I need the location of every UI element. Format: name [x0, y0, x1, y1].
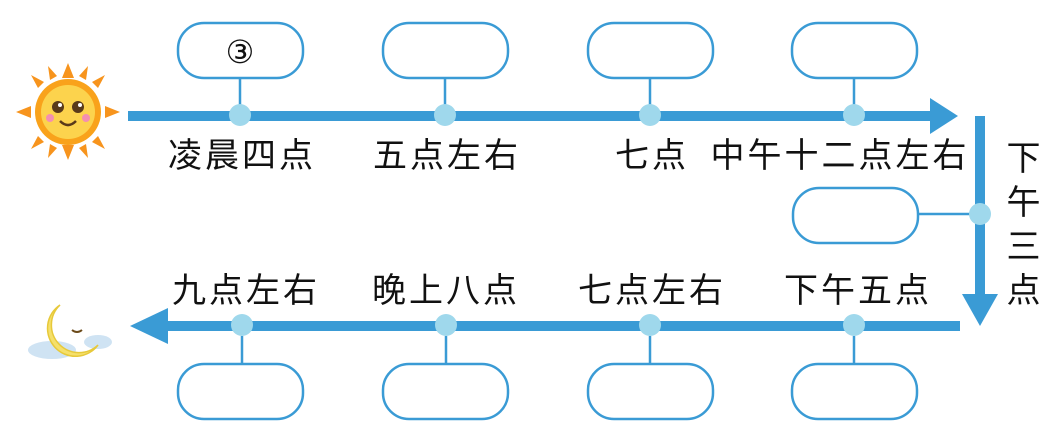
- bottom-node-2: 晚上八点: [372, 271, 520, 419]
- bottom-node-4: 下午五点: [784, 271, 932, 419]
- answer-box[interactable]: [178, 364, 303, 419]
- arrow-down-icon: [962, 294, 998, 326]
- time-dot: [969, 203, 991, 225]
- sun-icon: [16, 63, 120, 160]
- time-dot: [639, 104, 661, 126]
- time-dot: [231, 314, 253, 336]
- time-label: 七点: [615, 136, 689, 176]
- time-dot: [229, 104, 251, 126]
- answer-box[interactable]: [793, 188, 918, 243]
- answer-box[interactable]: [588, 364, 713, 419]
- top-node-3: 七点: [588, 23, 713, 176]
- time-label: 七点左右: [578, 271, 726, 311]
- time-label: 晚上八点: [372, 271, 520, 311]
- answer-box[interactable]: [792, 23, 917, 78]
- arrow-left-icon: [130, 308, 168, 344]
- top-node-2: 五点左右: [373, 23, 521, 176]
- bottom-node-3: 七点左右: [578, 271, 726, 419]
- time-dot: [435, 314, 457, 336]
- answer-box[interactable]: [383, 23, 508, 78]
- time-label: 九点左右: [172, 271, 320, 311]
- time-label: 五点左右: [373, 136, 521, 176]
- time-label-vertical: 下午三点: [1000, 140, 1040, 316]
- time-dot: [843, 104, 865, 126]
- time-dot: [434, 104, 456, 126]
- moon-icon: [28, 305, 112, 359]
- time-dot: [843, 314, 865, 336]
- time-label: 下午五点: [784, 271, 932, 311]
- arrow-right-icon: [930, 98, 958, 134]
- answer-box[interactable]: [383, 364, 508, 419]
- bottom-node-1: 九点左右: [172, 271, 320, 419]
- time-label: 中午十二点左右: [711, 136, 970, 176]
- answer-box[interactable]: [792, 364, 917, 419]
- time-label: 凌晨四点: [168, 136, 316, 176]
- top-node-1: ③ 凌晨四点: [168, 23, 316, 176]
- answer-text: ③: [226, 33, 255, 71]
- time-dot: [639, 314, 661, 336]
- answer-box[interactable]: [588, 23, 713, 78]
